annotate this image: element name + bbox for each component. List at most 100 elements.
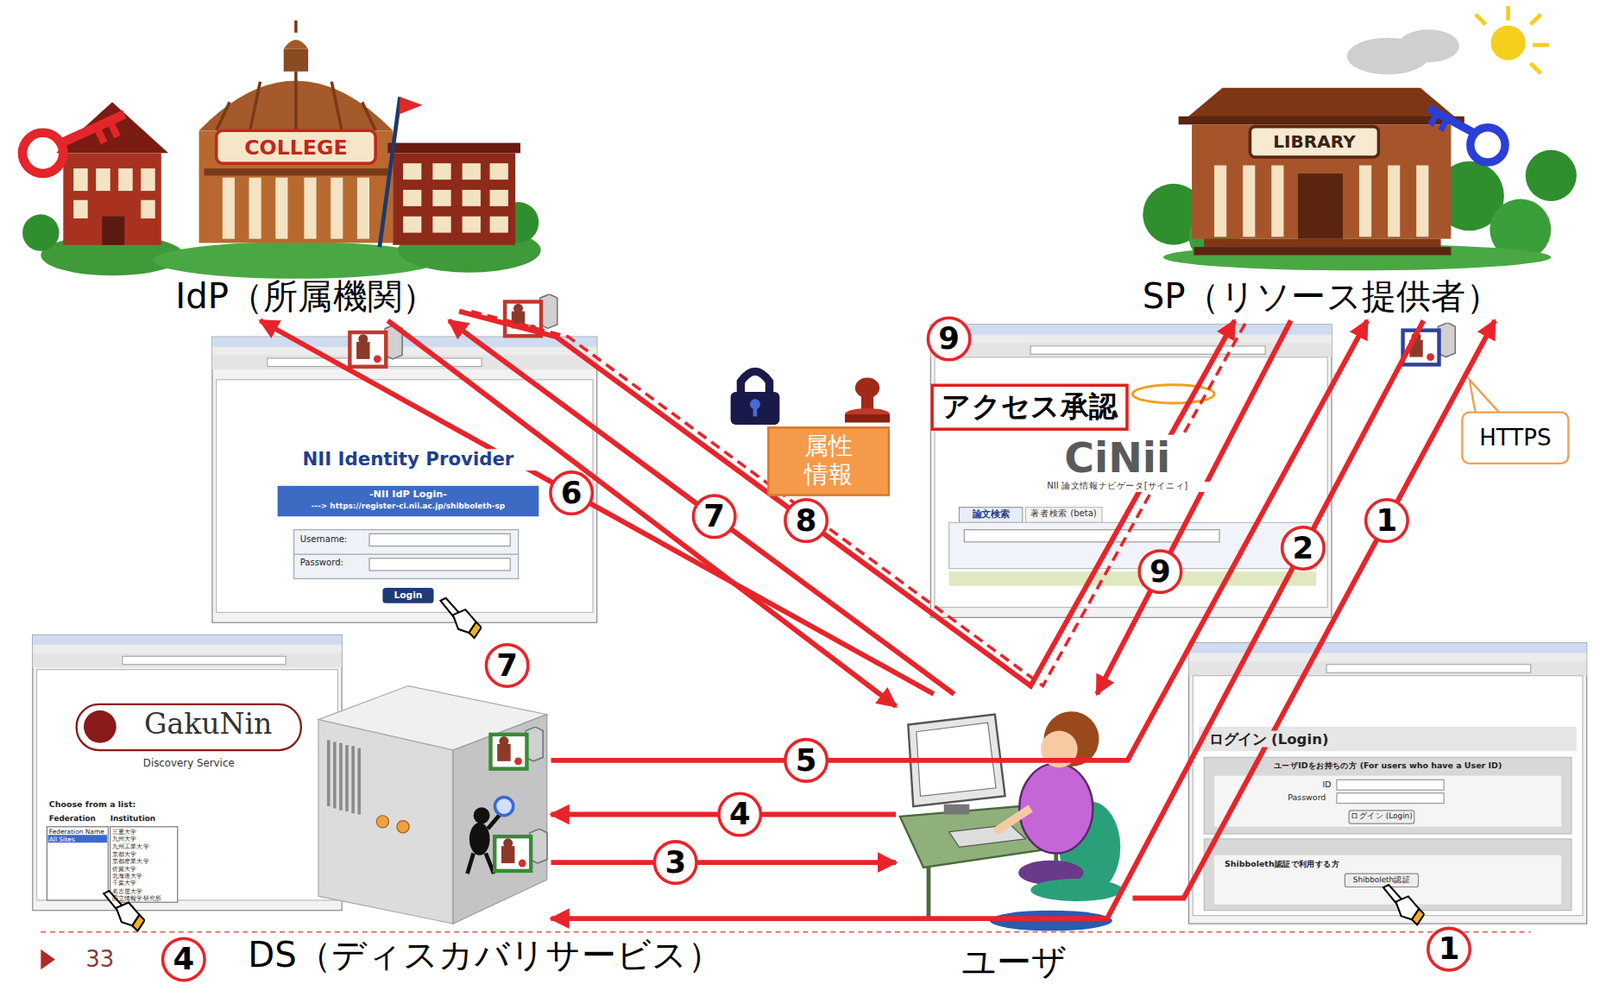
discovery-server-part	[328, 739, 360, 814]
college-illustration-part	[275, 177, 288, 240]
college-illustration	[22, 20, 542, 279]
certificate-icon	[349, 294, 1456, 871]
page-number: 33	[85, 945, 114, 972]
pointing-hand-part	[440, 598, 481, 638]
screen-text: ユーザIDをお持ちの方 (For users who have a User I…	[1203, 761, 1572, 771]
discovery-screenshot-part	[32, 644, 342, 653]
step-number: 2	[1280, 525, 1326, 571]
idp-login-screenshot-part	[294, 553, 519, 555]
college-illustration-part	[95, 168, 111, 191]
screen-text: Federation	[49, 814, 96, 824]
lock-icon-part	[753, 406, 758, 417]
https-pointer	[1469, 379, 1500, 414]
idp-login-screenshot-part	[369, 558, 511, 571]
college-illustration-part	[490, 189, 509, 207]
https-pointer-part	[1469, 379, 1500, 414]
cinii-screenshot-part	[1025, 507, 1103, 523]
college-illustration-part	[398, 96, 423, 114]
idp-login-screenshot-part	[369, 533, 511, 546]
college-illustration-part	[432, 163, 451, 180]
discovery-server-part	[453, 714, 548, 924]
step-number: 5	[783, 737, 829, 783]
lock-icon-part	[730, 391, 781, 425]
sp-login-screenshot-part	[1326, 664, 1531, 673]
college-illustration-part	[462, 216, 481, 234]
sp-login-screenshot-part	[1336, 793, 1444, 804]
discovery-screenshot-part	[46, 826, 108, 901]
discovery-screenshot-part	[83, 710, 117, 744]
library-illustration-part	[1191, 124, 1451, 239]
library-illustration-part	[1203, 239, 1441, 247]
idp-login-screenshot-part	[212, 336, 598, 347]
flow-arrow	[448, 320, 954, 694]
sp-label: SP（リソース提供者）	[1127, 273, 1516, 321]
screen-text: Choose from a list:	[49, 800, 137, 810]
sp-login-screenshot-part	[1203, 838, 1572, 911]
node-label: IdP（所属機関）	[175, 277, 437, 317]
college-illustration-part	[330, 177, 343, 240]
flow-arrow	[260, 320, 934, 694]
sp-login-screenshot-part	[1203, 756, 1572, 834]
sp-login-screenshot-part	[1214, 775, 1562, 827]
sp-login-screenshot-part	[1348, 810, 1415, 824]
cinii-screenshot-part	[949, 571, 1317, 586]
flow-line	[260, 320, 934, 694]
screen-text: ---> https://register-ci.nii.ac.jp/shibb…	[277, 502, 540, 511]
cinii-screenshot-part	[930, 334, 1332, 343]
college-illustration-part	[152, 241, 439, 279]
discovery-screenshot-part	[110, 826, 178, 902]
college-illustration-part	[118, 168, 133, 191]
flow-line	[550, 859, 896, 865]
step-number: 9	[1137, 548, 1183, 594]
screen-text: 千葉大学	[112, 879, 137, 888]
user-illustration-part	[944, 804, 971, 815]
library-illustration	[1142, 6, 1577, 271]
screen-text: NII 論文情報ナビゲータ[サイニィ]	[1020, 481, 1215, 492]
college-illustration-part	[101, 216, 125, 246]
discovery-service: DS（ディスカバリサービス）	[311, 683, 552, 924]
flow-line	[387, 320, 896, 706]
discovery-server-part	[318, 719, 454, 924]
library-illustration-part	[1470, 127, 1506, 163]
idp-login-screenshot-part	[212, 354, 598, 370]
screen-text: NII Identity Provider	[275, 448, 541, 470]
college-illustration-part	[432, 216, 451, 234]
idp-login-screenshot-part	[216, 379, 593, 613]
screen-text: Shibboleth認証で利用する方	[1224, 859, 1340, 870]
library-illustration-part	[1387, 165, 1400, 238]
sign-text: LIBRARY	[1249, 132, 1379, 153]
screen-text: 国立情報学研究所	[112, 894, 162, 902]
flow-line	[1096, 320, 1292, 694]
stamp-icon-part	[861, 396, 874, 411]
flow-arrow	[550, 862, 896, 863]
college-illustration-part	[61, 113, 125, 143]
slide-footer-part	[40, 931, 1531, 933]
discovery-screenshot-part	[32, 634, 342, 910]
college-illustration-part	[490, 163, 509, 180]
discovery-server-part	[396, 820, 410, 833]
sp-login-screenshot-part	[1188, 661, 1587, 676]
library-illustration-part	[1430, 113, 1448, 131]
college-illustration-part	[199, 130, 394, 243]
college-illustration-part	[403, 216, 422, 234]
library-illustration-part	[1184, 88, 1460, 121]
college-illustration-part	[379, 96, 401, 247]
college-illustration-part	[283, 49, 309, 72]
discovery-screenshot-part	[76, 704, 302, 750]
screen-text: Institution	[110, 814, 156, 824]
college-illustration-part	[387, 143, 521, 154]
screen-text: 北海道大学	[112, 871, 143, 880]
certificate-icon-part	[349, 324, 403, 367]
college-illustration-part	[56, 101, 169, 153]
screen-text: ログイン (Login)	[1209, 730, 1329, 748]
college-illustration-part	[73, 168, 89, 191]
callout-number: 9	[926, 316, 972, 362]
stamp-icon-part	[844, 414, 890, 423]
college-illustration-part	[294, 20, 298, 33]
library-illustration-part	[1178, 116, 1465, 125]
idp-label: IdP（所属機関）	[152, 273, 460, 321]
screen-text: 三重大学	[112, 827, 137, 836]
college-illustration-part	[216, 130, 376, 164]
college-illustration-part	[432, 189, 451, 207]
